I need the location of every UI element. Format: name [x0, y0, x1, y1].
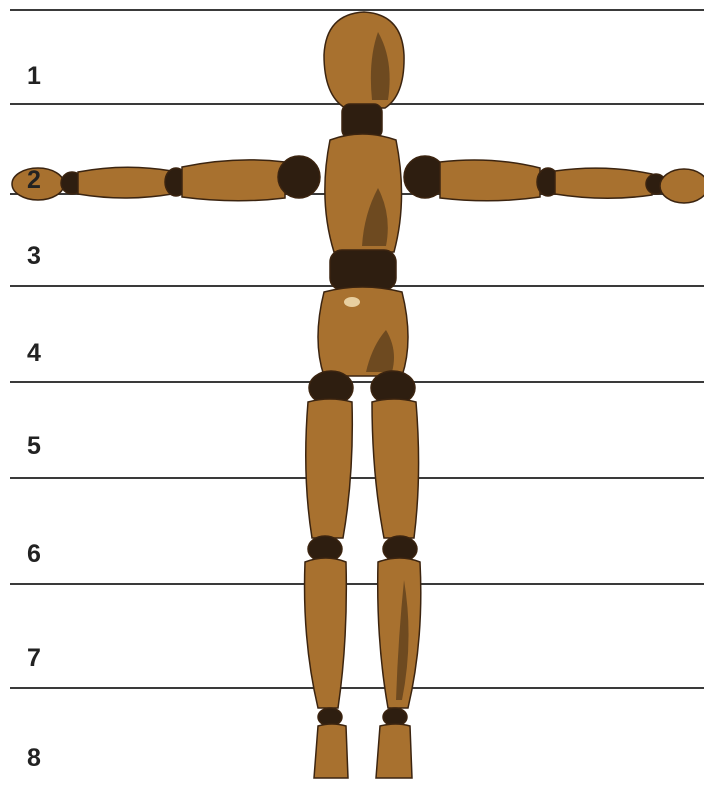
left-shoulder-joint: [278, 156, 320, 198]
right-forearm: [555, 168, 652, 198]
waist-joint: [330, 250, 396, 290]
left-shin: [305, 558, 347, 708]
right-hand: [660, 169, 704, 203]
left-thigh: [306, 399, 353, 538]
neck: [342, 104, 382, 138]
band-label-3: 3: [27, 244, 41, 269]
band-label-4: 4: [27, 341, 41, 366]
band-label-6: 6: [27, 542, 41, 567]
band-label-1: 1: [27, 64, 41, 89]
pelvis: [318, 287, 408, 376]
right-foot: [376, 724, 412, 778]
band-label-2: 2: [27, 168, 41, 193]
wooden-mannequin: [12, 12, 704, 778]
pelvis-highlight: [344, 297, 360, 307]
band-label-8: 8: [27, 746, 41, 771]
right-upper-arm: [440, 160, 540, 201]
left-upper-arm: [182, 160, 285, 201]
left-forearm: [78, 167, 172, 198]
band-label-7: 7: [27, 646, 41, 671]
band-label-5: 5: [27, 434, 41, 459]
right-thigh: [372, 399, 419, 538]
left-foot: [314, 724, 348, 778]
head: [324, 12, 404, 108]
